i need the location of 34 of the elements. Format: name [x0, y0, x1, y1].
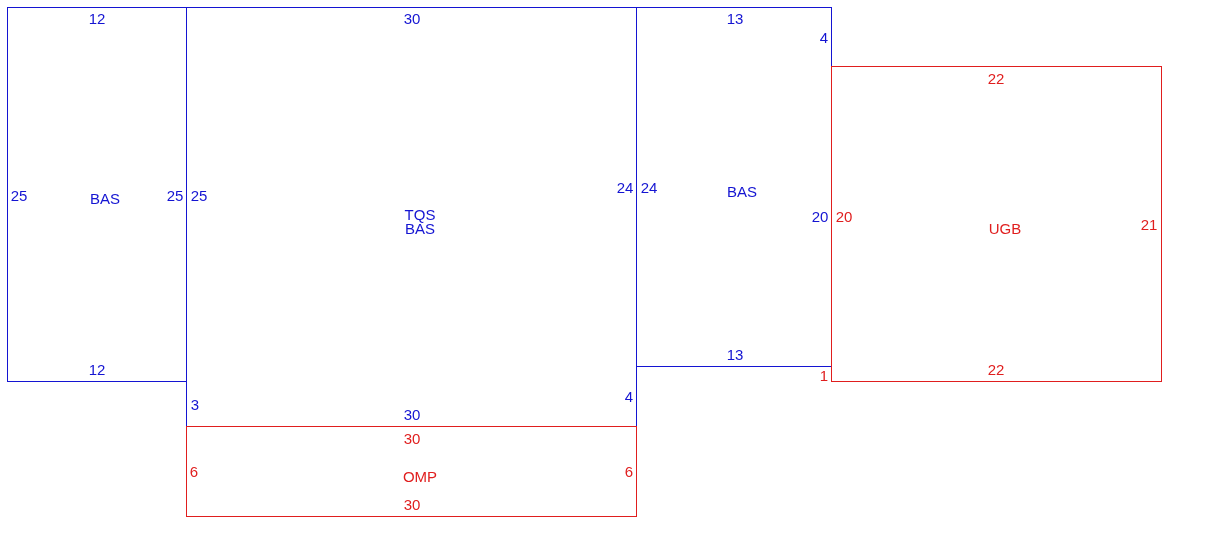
room-label: BAS [90, 192, 120, 206]
room-label: BAS [405, 222, 435, 236]
room-label: OMP [402, 470, 438, 484]
dimension-label: 25 [10, 189, 28, 203]
room-outline [7, 7, 187, 382]
dimension-label: 24 [640, 181, 658, 195]
room-outline [186, 426, 637, 517]
dimension-label: 13 [726, 348, 744, 362]
dimension-label: 4 [624, 390, 634, 404]
dimension-label: 6 [189, 465, 199, 479]
dimension-label: 12 [88, 363, 106, 377]
dimension-label: 6 [624, 465, 634, 479]
dimension-label: 1 [819, 369, 829, 383]
dimension-label: 24 [616, 181, 634, 195]
dimension-label: 12 [88, 12, 106, 26]
room-outline [636, 7, 832, 367]
dimension-label: 30 [403, 408, 421, 422]
dimension-label: 30 [403, 432, 421, 446]
dimension-label: 20 [811, 210, 829, 224]
dimension-label: 4 [819, 31, 829, 45]
dimension-label: 13 [726, 12, 744, 26]
room-label: UGB [988, 222, 1022, 236]
dimension-label: 25 [190, 189, 208, 203]
dimension-label: 25 [166, 189, 184, 203]
dimension-label: 30 [403, 12, 421, 26]
dimension-label: 22 [987, 363, 1005, 377]
dimension-label: 21 [1140, 218, 1158, 232]
dimension-label: 22 [987, 72, 1005, 86]
room-label: TQS [404, 208, 436, 222]
room-label: BAS [727, 185, 757, 199]
room-outline [186, 7, 637, 427]
dimension-label: 20 [835, 210, 853, 224]
dimension-label: 30 [403, 498, 421, 512]
dimension-label: 3 [190, 398, 200, 412]
